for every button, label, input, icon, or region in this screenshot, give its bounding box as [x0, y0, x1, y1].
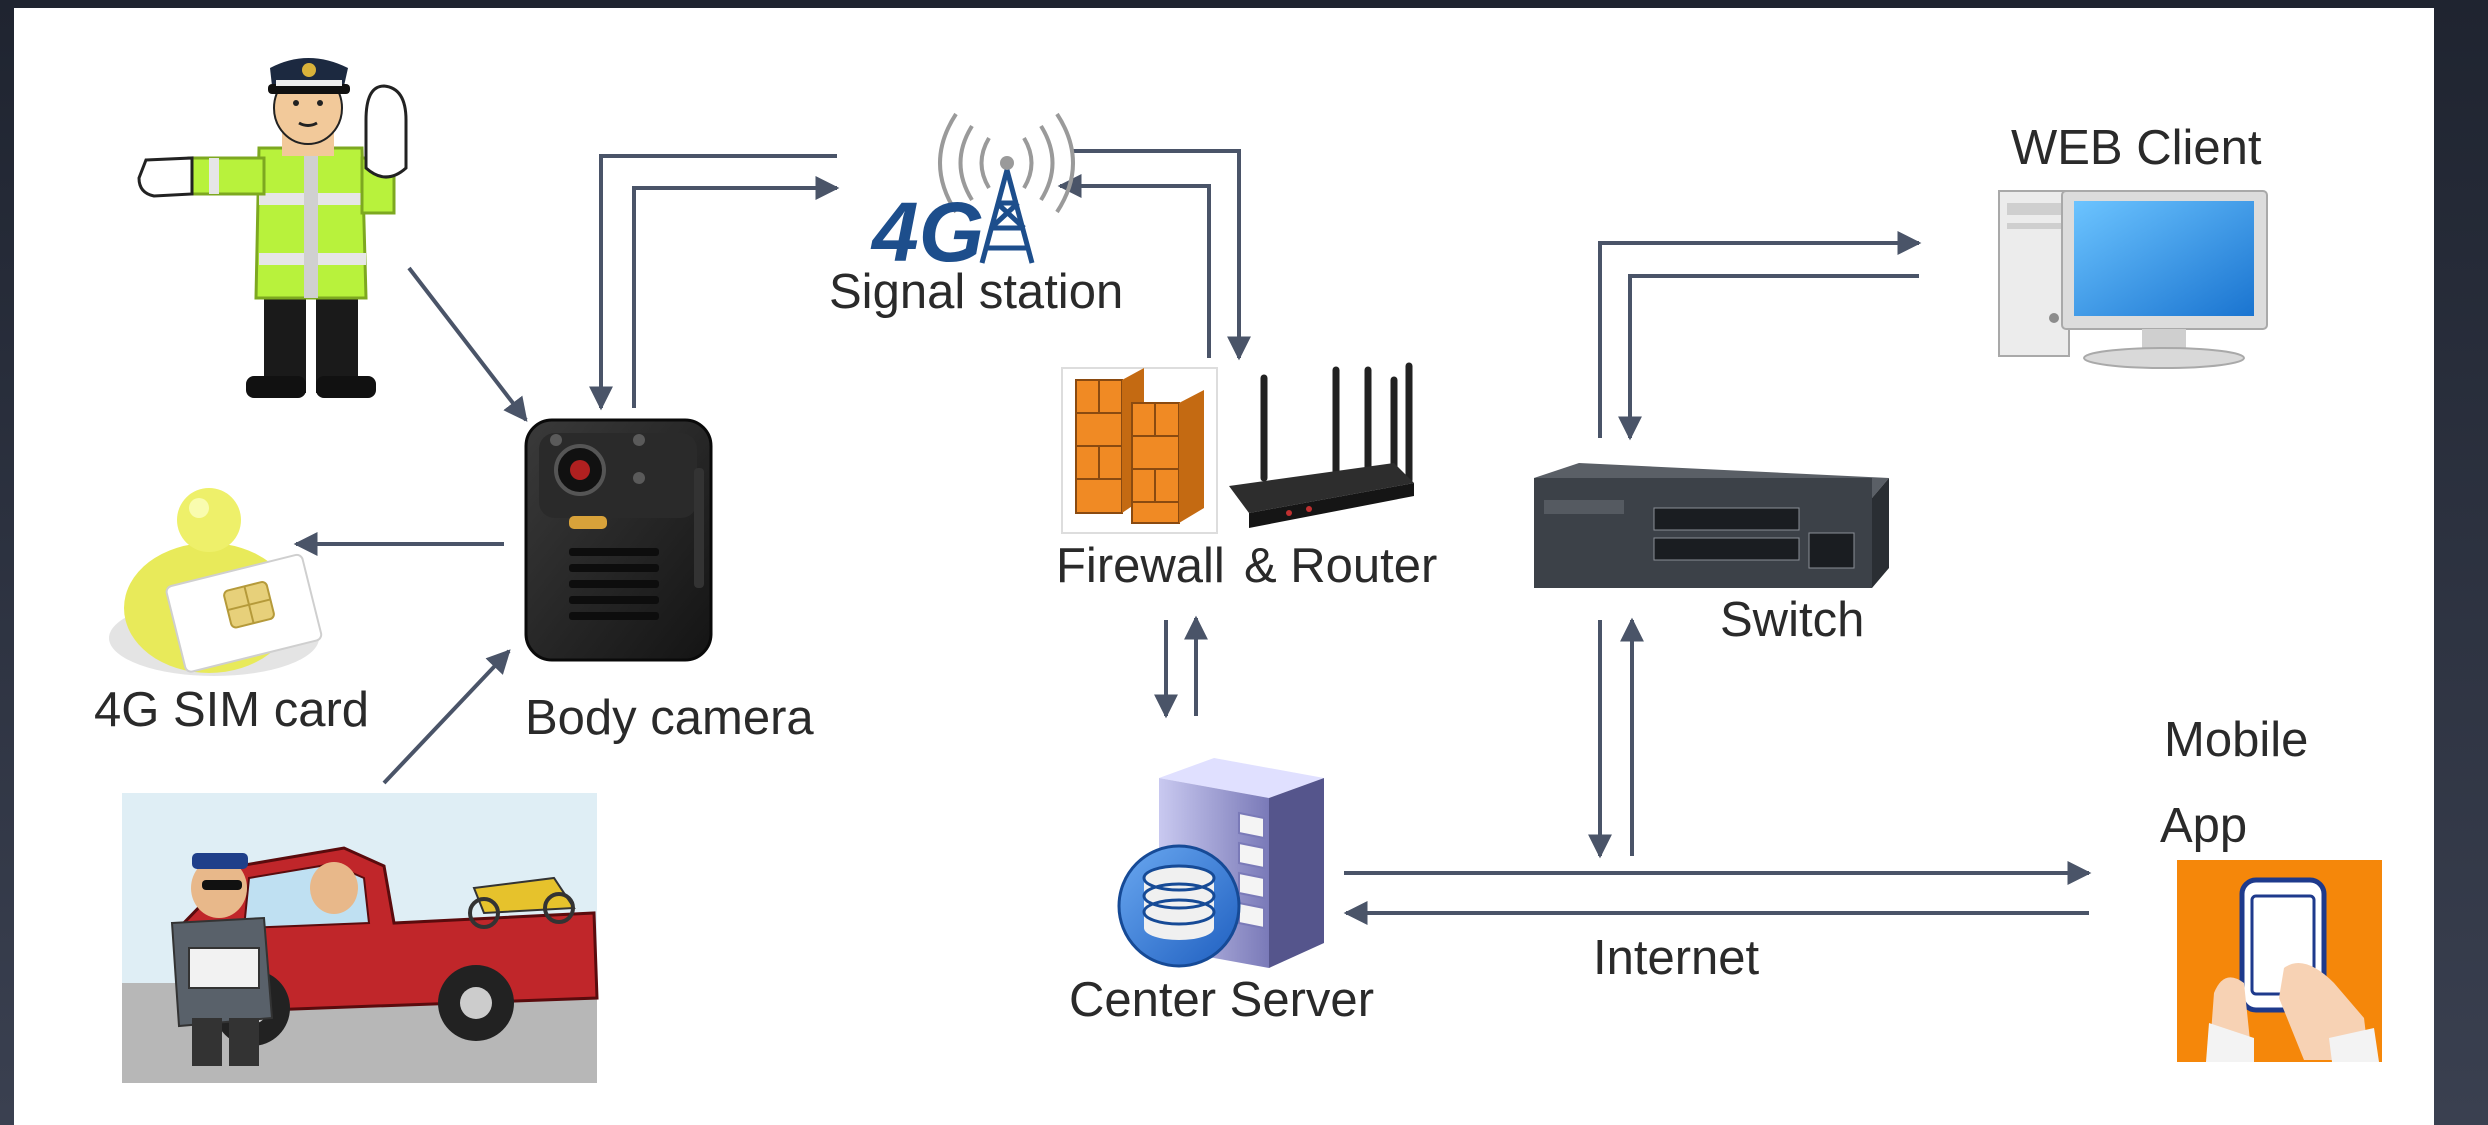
arrow-router-to-tower	[1057, 174, 1211, 358]
center-server-label: Center Server	[1069, 973, 1375, 1027]
signal-station-label: Signal station	[829, 265, 1124, 319]
mobile-app-icon	[2177, 860, 2382, 1062]
sim-card-label: 4G SIM card	[94, 683, 370, 737]
switch-label: Switch	[1720, 593, 1865, 647]
arrow-tower-to-router	[1072, 149, 1251, 361]
firewall-icon	[1061, 367, 1218, 534]
diagram-graphics: 4G	[109, 58, 2382, 1083]
arrow-switch-to-webclient	[1598, 231, 1922, 438]
router-label: & Router	[1244, 539, 1438, 593]
internet-label: Internet	[1593, 931, 1760, 985]
firewall-label: Firewall	[1056, 539, 1225, 593]
server-database-icon	[1117, 758, 1324, 968]
arrow-tower-to-camera	[589, 154, 837, 411]
arrow-officer-to-camera	[407, 266, 528, 422]
sim-card-user-icon	[109, 488, 323, 676]
arrow-truck-to-camera	[382, 649, 511, 785]
connection-arrows	[293, 149, 2092, 925]
router-icon	[1229, 362, 1414, 528]
mobile-label: Mobile	[2164, 713, 2309, 767]
police-truck-icon	[122, 793, 599, 1083]
tower-logo-text: 4G	[870, 185, 984, 279]
desktop-computer-icon	[1998, 190, 2268, 369]
arrow-camera-to-tower	[632, 176, 840, 408]
police-officer-icon	[137, 58, 408, 398]
signal-tower-icon	[938, 112, 1075, 264]
web-client-label: WEB Client	[2011, 121, 2262, 175]
switch-icon	[1534, 463, 1889, 588]
body-camera-icon	[524, 418, 713, 662]
app-label: App	[2160, 799, 2248, 853]
body-camera-label: Body camera	[525, 691, 814, 745]
arrow-webclient-to-switch	[1618, 274, 1919, 441]
diagram-canvas: 4G	[14, 8, 2434, 1125]
